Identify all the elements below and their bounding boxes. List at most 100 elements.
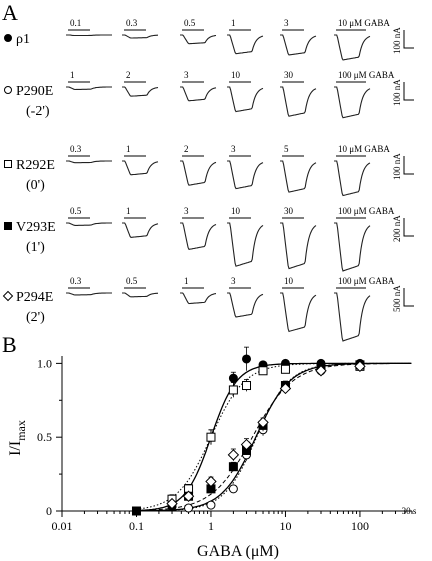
amplitude-scale-label: 500 nA (392, 285, 402, 312)
x-tick-label: 100 (351, 519, 369, 533)
data-point (228, 462, 238, 472)
concentration-label: 0.3 (70, 144, 82, 154)
current-trace (334, 86, 371, 119)
current-trace (227, 222, 264, 267)
filled-square-symbol (4, 222, 12, 230)
current-trace (334, 34, 371, 61)
current-trace (180, 34, 217, 45)
current-trace (227, 34, 264, 55)
current-trace (66, 86, 112, 91)
data-point (166, 497, 178, 510)
current-trace (280, 292, 317, 333)
data-point (240, 438, 253, 451)
panel-b-letter: B (2, 332, 17, 357)
y-tick-label: 0.5 (37, 430, 52, 444)
construct-label: V293E (16, 220, 56, 235)
position-label: (1') (26, 240, 45, 255)
amplitude-scale-bar (403, 288, 414, 307)
y-axis-title: I/Imax (7, 420, 28, 456)
fit-curve (132, 362, 412, 512)
concentration-label: 30 (284, 206, 294, 216)
current-trace (227, 160, 264, 190)
current-trace (122, 34, 158, 39)
data-point (242, 381, 252, 391)
current-trace (66, 160, 112, 164)
data-point (206, 500, 216, 510)
filled-circle-symbol (4, 34, 12, 42)
concentration-label: 100 μM GABA (338, 206, 395, 216)
y-tick-label: 0 (46, 504, 52, 518)
concentration-label: 1 (70, 70, 75, 80)
concentration-label: 10 (284, 276, 294, 286)
concentration-label: 3 (184, 206, 189, 216)
current-trace (180, 160, 217, 186)
fit-curve (132, 362, 412, 512)
concentration-label: 1 (126, 206, 131, 216)
x-tick-label: 0.1 (129, 519, 144, 533)
current-trace (227, 292, 264, 318)
data-point (228, 373, 238, 383)
current-trace (180, 222, 217, 251)
data-point (354, 360, 366, 373)
data-point (258, 366, 268, 376)
y-axis-title-sub: max (14, 420, 28, 441)
amplitude-scale-bar (403, 82, 414, 101)
open-circle-symbol (4, 86, 12, 94)
concentration-label: 30 (284, 70, 294, 80)
current-trace (122, 86, 159, 97)
current-trace (334, 160, 371, 197)
amplitude-scale-label: 200 nA (392, 215, 402, 242)
data-point (131, 506, 141, 516)
data-point (279, 382, 292, 395)
current-trace (227, 86, 264, 113)
amplitude-scale-label: 100 nA (392, 27, 402, 54)
amplitude-scale-label: 100 nA (392, 79, 402, 106)
concentration-label: 100 μM GABA (338, 276, 395, 286)
svg-text:I/Imax: I/Imax (7, 420, 28, 456)
current-trace (280, 34, 317, 56)
data-series (166, 360, 366, 510)
data-point (280, 364, 290, 374)
amplitude-scale-bar (403, 218, 414, 237)
current-trace (280, 86, 317, 117)
data-point (242, 354, 252, 364)
construct-label: R292E (16, 158, 55, 173)
current-trace (122, 160, 159, 176)
data-point (257, 416, 269, 429)
concentration-label: 5 (284, 144, 289, 154)
concentration-label: 100 μM GABA (338, 70, 395, 80)
concentration-label: 1 (231, 18, 236, 28)
concentration-label: 1 (184, 276, 189, 286)
y-tick-label: 1.0 (37, 356, 52, 370)
concentration-label: 3 (231, 276, 236, 286)
current-trace (66, 222, 112, 226)
data-point (315, 365, 327, 377)
current-trace (66, 34, 112, 37)
data-point (227, 449, 240, 461)
position-label: (2') (26, 310, 45, 325)
current-trace (180, 86, 217, 102)
concentration-label: 3 (184, 70, 189, 80)
x-tick-label: 1 (208, 519, 214, 533)
concentration-label: 3 (284, 18, 289, 28)
concentration-label: 0.1 (70, 18, 81, 28)
data-point (205, 475, 217, 488)
current-trace (180, 292, 217, 305)
x-axis-title: GABA (μM) (197, 543, 279, 560)
fit-curve (132, 362, 412, 512)
data-series (131, 346, 365, 516)
y-axis-title-main: I/I (7, 441, 24, 456)
concentration-label: 0.5 (70, 206, 82, 216)
concentration-label: 1 (126, 144, 131, 154)
concentration-label: 10 (231, 70, 241, 80)
concentration-label: 2 (126, 70, 131, 80)
concentration-label: 0.3 (126, 18, 138, 28)
fit-curve (132, 362, 412, 512)
construct-label: P290E (16, 84, 53, 99)
